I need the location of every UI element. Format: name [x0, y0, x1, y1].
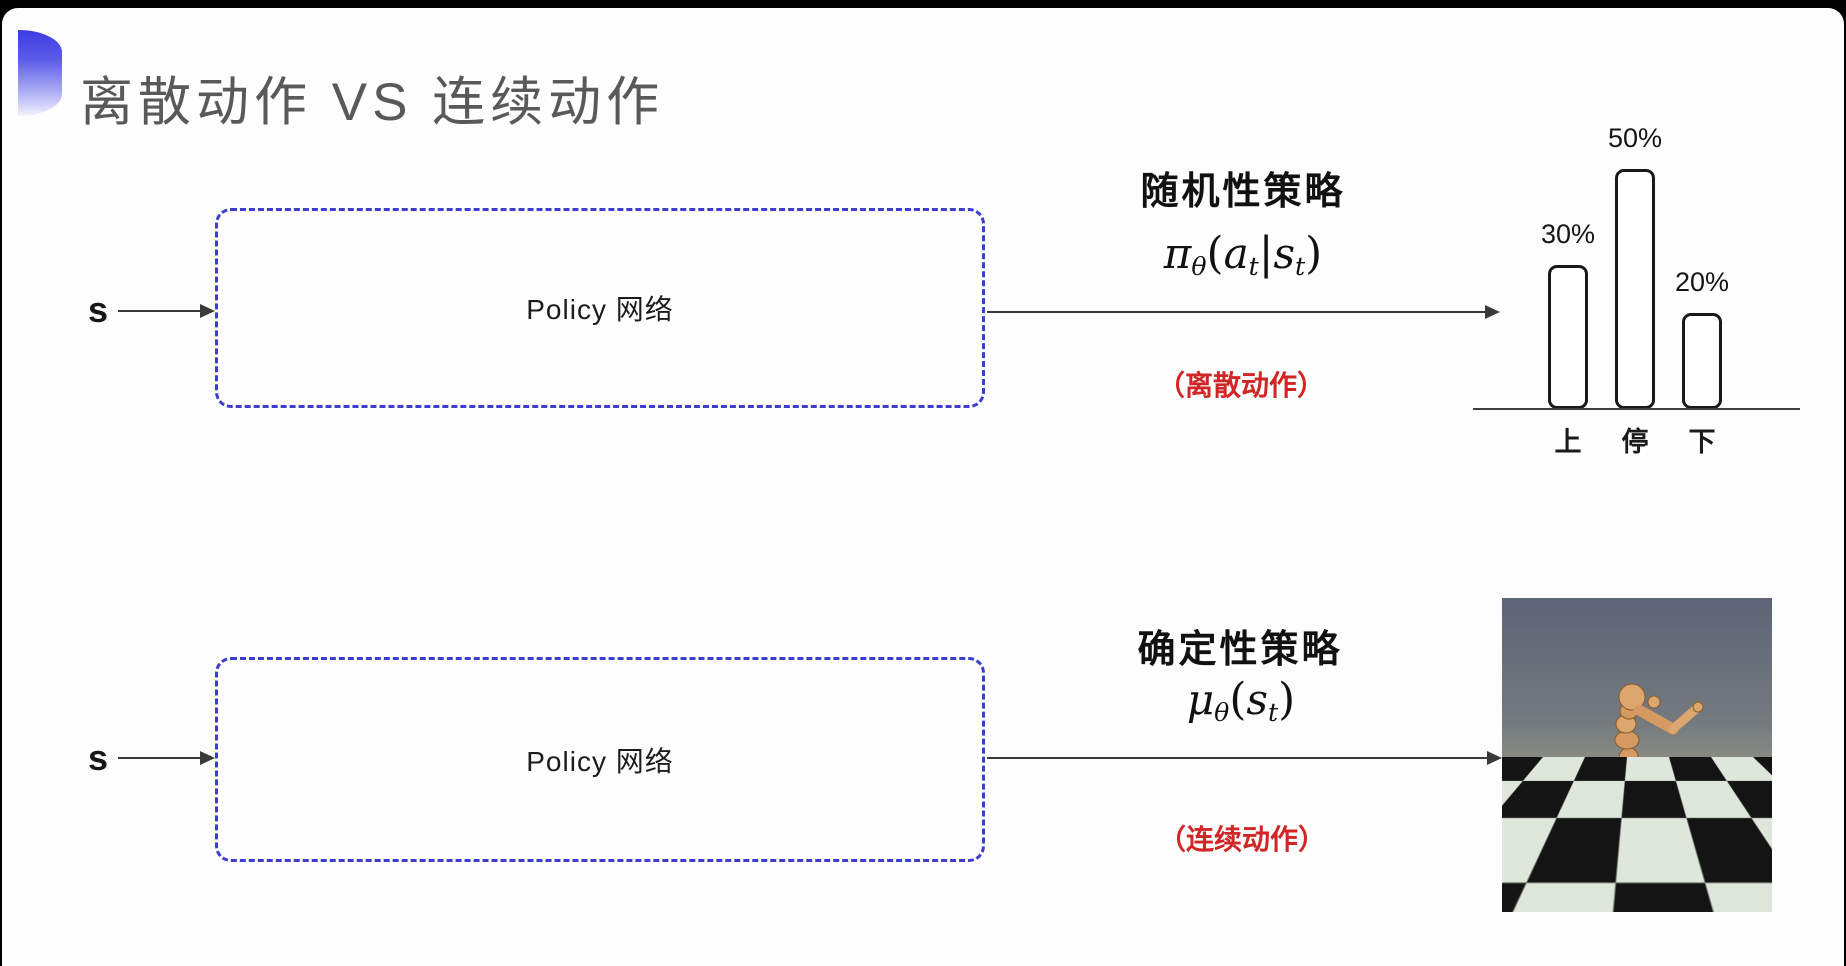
chart-bar-column: 50% — [1608, 123, 1662, 409]
chart-bar-column: 20% — [1675, 267, 1729, 409]
bar-rect — [1682, 313, 1722, 409]
arrow-state-to-policy-bottom — [118, 751, 215, 765]
stochastic-policy-formula: πθ(at|st) — [1163, 228, 1323, 282]
policy-network-label-top: Policy 网络 — [526, 294, 674, 325]
policy-network-box-bottom: Policy 网络 — [215, 657, 985, 862]
deterministic-policy-formula: μθ(st) — [1186, 674, 1296, 728]
continuous-action-note: （连续动作） — [1157, 824, 1327, 855]
arrow-policy-to-chart — [987, 305, 1500, 319]
bar-category-label: 停 — [1621, 427, 1649, 457]
arrow-state-to-policy-top — [118, 304, 215, 318]
arrow-policy-to-humanoid — [987, 751, 1502, 765]
humanoid-figure — [1576, 683, 1704, 910]
chart-baseline — [1473, 408, 1800, 410]
policy-network-box-top: Policy 网络 — [215, 208, 985, 408]
bar-value-label: 50% — [1607, 123, 1663, 153]
page-title: 离散动作 VS 连续动作 — [80, 72, 665, 132]
discrete-action-note: （离散动作） — [1156, 370, 1326, 401]
state-input-label-top: s — [88, 289, 109, 330]
stochastic-policy-title: 随机性策略 — [1140, 171, 1346, 213]
policy-network-label-bottom: Policy 网络 — [526, 745, 674, 777]
action-probability-chart: 30% 50% 20% — [1541, 120, 1729, 409]
deterministic-policy-title: 确定性策略 — [1137, 629, 1343, 671]
bar-value-label: 30% — [1540, 219, 1596, 249]
chart-category-labels: 上停下 — [1548, 420, 1722, 459]
bar-category-label: 下 — [1688, 427, 1716, 457]
humanoid-simulation-image — [1502, 598, 1772, 912]
bar-rect — [1548, 265, 1588, 409]
state-input-label-bottom: s — [88, 737, 109, 778]
bar-rect — [1615, 169, 1655, 409]
chart-bar-column: 30% — [1541, 219, 1595, 409]
title-accent-half-circle-icon — [18, 30, 62, 116]
bar-category-label: 上 — [1554, 427, 1582, 457]
bar-value-label: 20% — [1674, 267, 1730, 297]
